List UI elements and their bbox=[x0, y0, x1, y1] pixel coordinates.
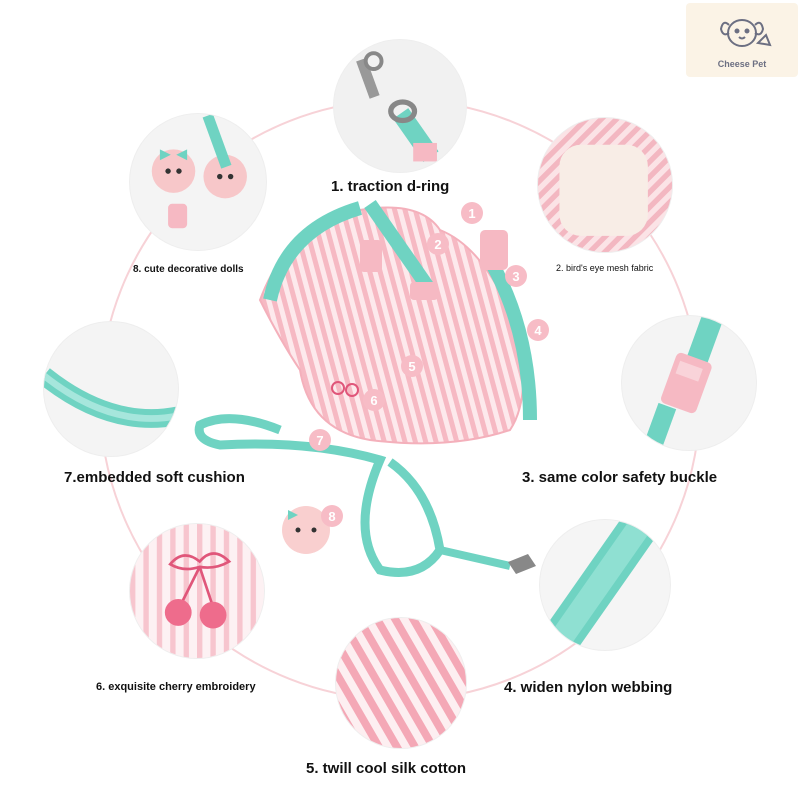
badge-7: 7 bbox=[316, 433, 323, 448]
feature-label-4: 4. widen nylon webbing bbox=[504, 679, 673, 696]
feature-label-5: 5. twill cool silk cotton bbox=[306, 760, 467, 777]
badge-2: 2 bbox=[434, 237, 441, 252]
detail-safety-buckle-image bbox=[622, 316, 756, 450]
feature-label-6: 6. exquisite cherry embroidery bbox=[96, 681, 256, 693]
detail-soft-cushion-image bbox=[44, 322, 178, 456]
badge-5: 5 bbox=[408, 359, 415, 374]
feature-label-8: 8. cute decorative dolls bbox=[133, 264, 244, 275]
dog-icon bbox=[719, 19, 772, 47]
detail-d-ring-image bbox=[334, 40, 466, 172]
badge-8: 8 bbox=[328, 509, 335, 524]
detail-mesh-fabric-image bbox=[538, 118, 672, 252]
badge-4: 4 bbox=[534, 323, 542, 338]
brand-name: Cheese Pet bbox=[717, 59, 767, 69]
badge-1: 1 bbox=[468, 206, 475, 221]
feature-label-3: 3. same color safety buckle bbox=[522, 469, 718, 486]
detail-twill-cotton-image bbox=[336, 618, 466, 748]
harness-product-image: 1 2 3 4 5 6 7 8 bbox=[194, 199, 549, 577]
feature-label-1: 1. traction d-ring bbox=[331, 178, 450, 195]
badge-6: 6 bbox=[370, 393, 377, 408]
feature-label-7: 7.embedded soft cushion bbox=[64, 469, 245, 486]
detail-nylon-webbing-image bbox=[540, 520, 670, 650]
feature-label-2: 2. bird's eye mesh fabric bbox=[556, 263, 654, 273]
badge-3: 3 bbox=[512, 269, 519, 284]
detail-decorative-dolls-image bbox=[130, 114, 266, 250]
brand-logo: Cheese Pet bbox=[686, 3, 798, 77]
detail-cherry-embroidery-image bbox=[130, 524, 264, 658]
